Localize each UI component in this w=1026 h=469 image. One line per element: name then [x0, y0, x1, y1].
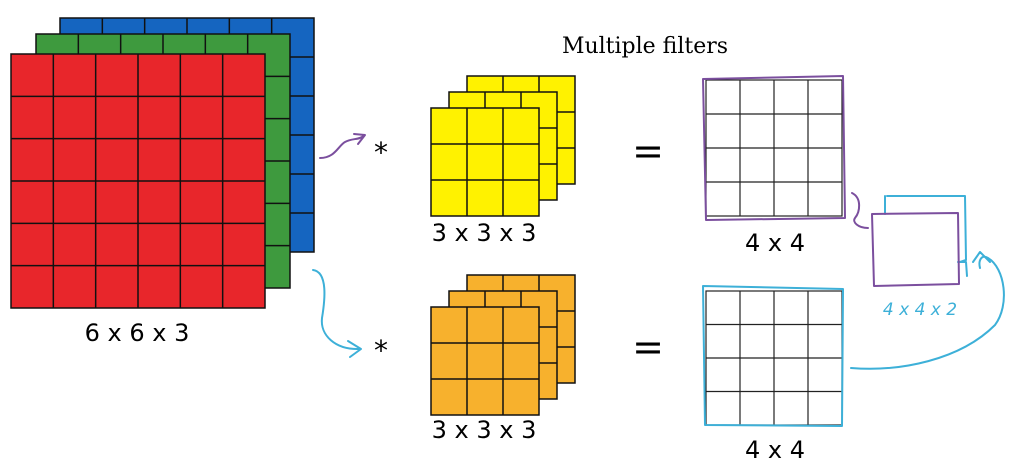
filter-1-layer-front	[430, 107, 540, 217]
output-2-label: 4 x 4	[745, 436, 805, 464]
filter-1-layer-front-face	[430, 107, 540, 217]
equals-sign-2: =	[632, 325, 664, 369]
input-channel-red	[10, 53, 266, 309]
input-to-filter2-arrowhead	[347, 340, 362, 358]
stacked-output-back-layer	[886, 195, 968, 277]
stacked-output-front-layer	[871, 212, 960, 287]
filter-2-3x3x3	[430, 274, 576, 416]
equals-sign-1: =	[632, 129, 664, 173]
convolution-operator-1: *	[374, 136, 388, 169]
filter-2-layer-front-face	[430, 306, 540, 416]
input-volume-label: 6 x 6 x 3	[85, 319, 190, 347]
output-2-to-stack-arrowhead	[972, 251, 991, 263]
input-to-filter1-arrowhead	[353, 133, 366, 145]
stacked-output-label: 4 x 4 x 2	[883, 300, 957, 320]
output-2-4x4	[705, 290, 843, 426]
output-1-grid	[705, 79, 843, 217]
output-1-annotation-outline	[702, 75, 846, 221]
input-to-filter1-arrow	[319, 135, 364, 159]
output-2-annotation-outline	[702, 285, 844, 427]
convolution-operator-2: *	[374, 334, 388, 367]
diagram-title: Multiple filters	[562, 34, 728, 59]
input-volume-6x6x3	[10, 17, 315, 309]
output-1-4x4	[705, 79, 843, 217]
output-2-to-stack-arrow	[850, 255, 1005, 370]
output-1-to-stack-arrow	[851, 192, 869, 229]
filter-2-layer-front	[430, 306, 540, 416]
input-to-filter2-arrow	[312, 269, 361, 351]
filter-1-label: 3 x 3 x 3	[432, 219, 537, 247]
filter-2-label: 3 x 3 x 3	[432, 416, 537, 444]
output-2-grid	[705, 290, 843, 426]
filter-1-3x3x3	[430, 75, 576, 217]
output-1-label: 4 x 4	[745, 229, 805, 257]
